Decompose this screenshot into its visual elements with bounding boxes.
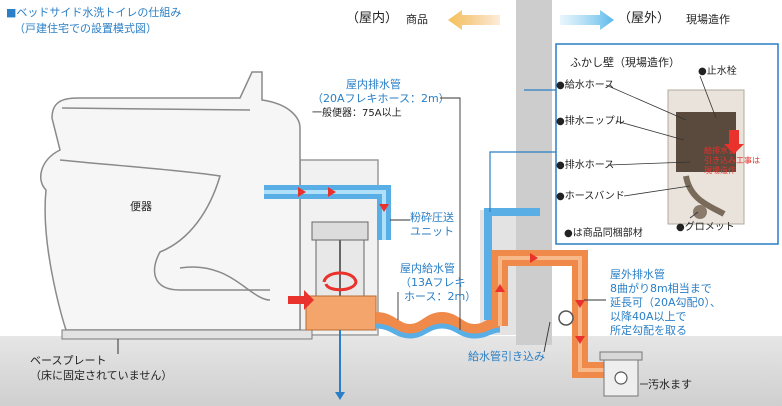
toilet-bowl [59,159,270,291]
inset-item-hose-band: ●ホースバンド [556,191,625,202]
supply-pull-label: 給水管引き込み [468,350,545,363]
supply-spec-2: ホース：2m） [404,290,477,303]
hose-arrow-icon [298,187,306,197]
toilet-label: 便器 [130,200,152,213]
leader [605,84,687,121]
outdoor-arrow-icon [560,10,614,30]
outdoor-supply-pipe [484,208,540,320]
inset-red-note-3: 現場造作 [704,166,736,175]
indoor-label: （屋内） [346,11,399,26]
outdoor-sub: 現場造作 [686,13,730,26]
crusher-tank [305,295,377,331]
drain-down-arrow-icon [335,392,345,400]
indoor-sub: 商品 [406,13,428,26]
base-plate [61,329,313,340]
inset-item-drain-hose: ●排水ホース [556,160,615,171]
toilet-body [40,71,301,331]
inset-note: ●は商品同梱部材 [564,228,643,239]
inset-item-supply-hose: ●給水ホース [556,80,615,91]
outdoor-drain-spec-1: 8曲がり8m相当まで [610,282,712,295]
leader [440,97,461,330]
cleanout-icon [558,310,574,326]
inset-grommet-label: ●グロメット [676,222,735,233]
indoor-drain-note: 一般便器：75A以上 [312,108,402,119]
indoor-drain-spec: （20Aフレキホース：2m） [312,92,450,105]
rotation-arrow-icon [322,271,358,292]
inset-red-note-1: 給排水管 [704,146,736,155]
toilet-trap [179,266,271,301]
indoor-arrow-icon [448,10,500,30]
diagram-title: ■ベッドサイド水洗トイレの仕組み [6,6,182,19]
inset-stop-valve: ●止水栓 [698,66,737,77]
inset-item-drain-nipple: ●排水ニップル [556,116,625,127]
supply-label: 屋内給水管 [400,262,455,275]
flex-hose [375,311,501,337]
inset-grommet [693,205,707,219]
flow-arrow-icon [288,290,314,310]
base-plate-label: ベースプレート [30,354,107,367]
pipe-arrow-icon [575,336,585,344]
sewer-box-outlet [614,371,628,385]
inset-title: ふかし壁（現場造作） [570,56,680,69]
outdoor-drain-label: 屋外排水管 [610,268,665,281]
hose-arrow-icon [328,187,336,197]
inset-red-note-2: 引き込み工事は [704,156,760,165]
pipe-arrow-icon [495,284,505,292]
wall [516,0,552,345]
supply-spec: （13Aフレキ [400,276,466,289]
leader [699,75,717,119]
pipe-arrow-icon [530,253,538,263]
leader [615,120,685,141]
leader [543,321,551,353]
floor [0,336,782,406]
sewer-box-label: 汚水ます [648,378,692,391]
supply-hose [375,323,501,339]
sewer-box-lid [599,351,643,361]
leader [689,211,699,219]
inset-connector [489,151,556,212]
diagram-subtitle: （戸建住宅での設置模式図） [14,22,157,35]
leader [607,161,691,166]
inset-hose [683,175,726,217]
base-plate-note: （床に固定されていません） [30,369,173,382]
outdoor-drain-spec-2: 延長可（20A勾配0）、 [610,296,722,309]
crusher-unit-top [311,221,369,241]
outdoor-drain-core [498,256,610,372]
inset-frame [555,43,779,245]
hose-arrow-icon [379,204,389,212]
crusher-label: 粉砕圧送 [410,211,454,224]
outdoor-label: （屋外） [618,11,671,26]
crusher-label-2: ユニット [410,225,454,238]
inset-red-arrow-icon [724,130,744,154]
indoor-drain-label: 屋内排水管 [346,78,401,91]
toilet-seat [61,107,251,111]
pipe-arrow-icon [575,300,585,308]
outdoor-drain-spec-4: 所定勾配を取る [610,324,687,337]
outdoor-drain-spec-3: 以降40A以上で [610,310,687,323]
leader [623,185,691,197]
